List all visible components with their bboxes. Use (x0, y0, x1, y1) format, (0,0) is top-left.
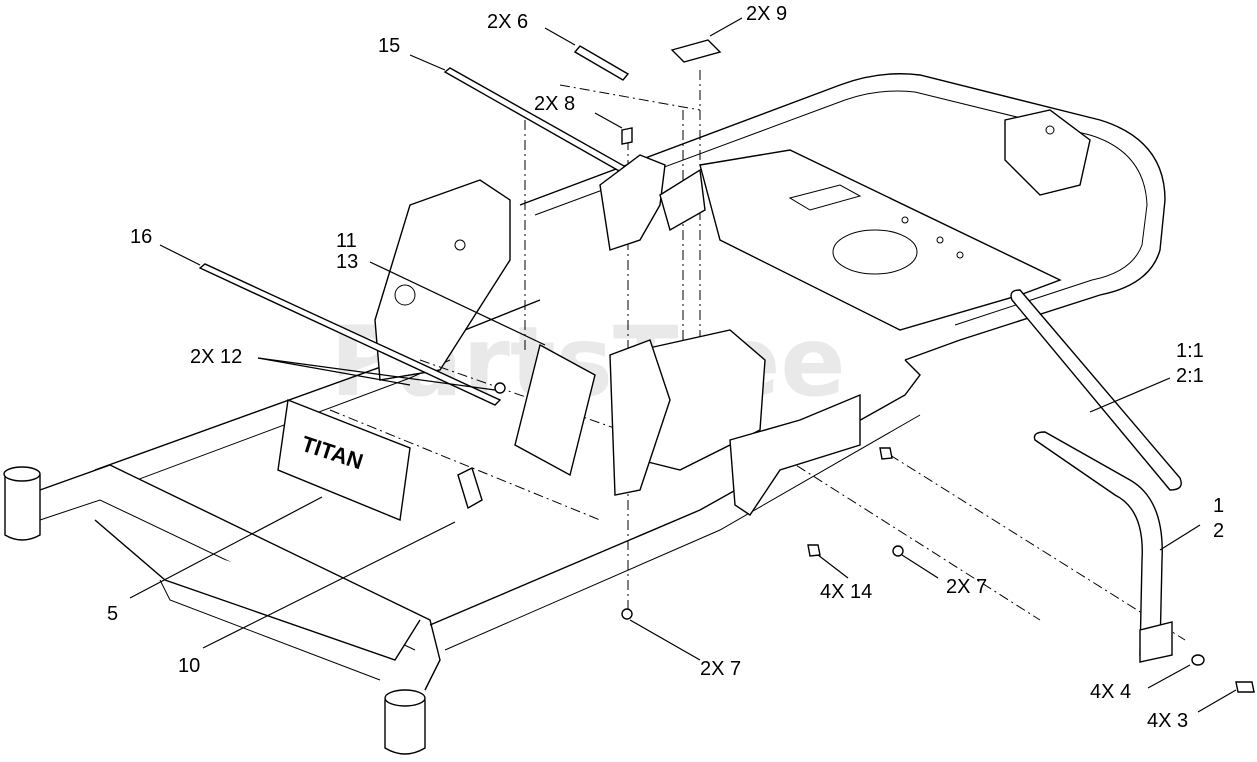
callout-2-1: 2:1 (1176, 365, 1204, 387)
callout-15: 15 (378, 35, 400, 57)
control-bracket-left (599, 154, 666, 251)
part-4-washer (1191, 654, 1205, 666)
part-14-bolt-b (879, 447, 893, 460)
control-arm (609, 339, 671, 496)
part-10-decal (457, 467, 483, 510)
part-1-grip (1010, 289, 1182, 491)
part-11-13-plate (514, 343, 596, 477)
callout-5: 5 (107, 603, 118, 625)
callout-10: 10 (178, 655, 200, 677)
part-2-handle (1033, 431, 1163, 656)
callout-2x7-right: 2X 7 (946, 576, 987, 598)
callout-4x4: 4X 4 (1090, 681, 1131, 703)
part-5-plate (277, 399, 411, 521)
part-12-nut (494, 382, 506, 394)
callout-4x14: 4X 14 (820, 581, 872, 603)
part-3-bolt (1235, 681, 1255, 693)
leader-lines (129, 17, 1237, 713)
part-9-tag (670, 39, 722, 63)
callout-16: 16 (130, 226, 152, 248)
part-14-bolt (807, 544, 821, 557)
callout-1: 1 (1213, 495, 1224, 517)
callout-labels: 2X 6 2X 9 15 2X 8 16 11 13 2X 12 1:1 2:1… (107, 3, 1224, 732)
part-16-rod (198, 263, 502, 406)
callout-4x3: 4X 3 (1147, 710, 1188, 732)
callout-13: 13 (336, 251, 358, 273)
callout-2x7-bottom: 2X 7 (700, 658, 741, 680)
part-7-nut-a (892, 545, 904, 557)
handle-foot (1139, 621, 1173, 663)
part-15-rod (443, 67, 642, 181)
callout-2x8: 2X 8 (534, 93, 575, 115)
callout-2: 2 (1213, 520, 1224, 542)
deck-bracket-right (729, 393, 861, 516)
part-8-bolt (621, 127, 633, 145)
callout-2x12: 2X 12 (190, 346, 242, 368)
callout-2x6: 2X 6 (487, 11, 528, 33)
part-7-nut-b (621, 608, 633, 620)
callout-11: 11 (336, 230, 357, 252)
callout-2x9: 2X 9 (746, 3, 787, 25)
control-bracket-right (659, 168, 706, 232)
callout-1-1: 1:1 (1176, 340, 1204, 362)
part-6-pin (573, 45, 630, 81)
